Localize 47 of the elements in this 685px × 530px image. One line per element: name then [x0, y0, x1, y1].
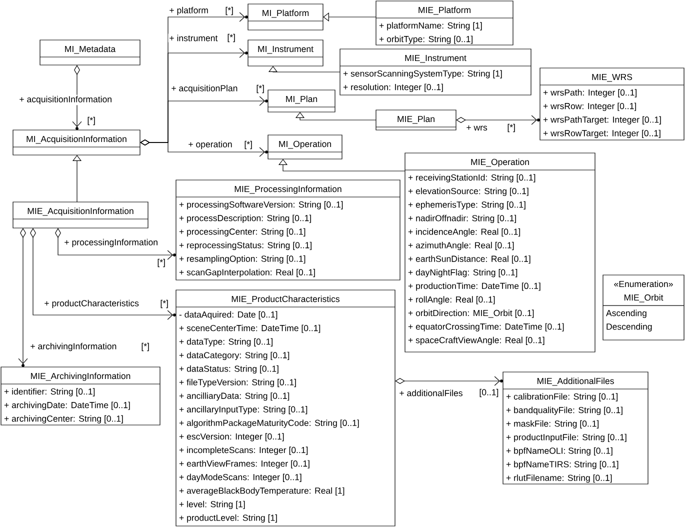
association-arrow — [395, 376, 503, 386]
association-arrow — [456, 115, 540, 125]
multiplicity-label: [*] — [226, 32, 236, 44]
edge-label: + archivingInformation — [29, 342, 118, 352]
class-box: MI_Operation — [268, 134, 342, 160]
class-box: MIE_ArchivingInformation + identifier: String [0..1] + archivingDate: DateTime [0..1] + archivingCenter: String [0..1] — [0, 366, 160, 426]
multiplicity-label: [*] — [140, 342, 150, 352]
class-box: MI_AcquisitionInformation — [12, 130, 140, 156]
association-arrow — [140, 140, 268, 157]
class-box: MI_Platform — [248, 4, 324, 30]
class-box: MI_Metadata — [40, 40, 140, 66]
edge-label: + instrument — [168, 34, 219, 42]
class-box: MIE_AcquisitionInformation — [12, 202, 148, 228]
class-box: MIE_AdditionalFiles + calibrationFile: String [0..1] + bandqualityFile: String [0..1] + maskFile: String [0..1] + productInputFile: String [0..1] + bpfNameOLI: String [0..1] + bpfNameTIRS: String [0..1] + rlutFilename: String [0..1] — [502, 372, 648, 484]
multiplicity-label: [*] — [243, 140, 254, 150]
edge-label: + operation — [187, 140, 234, 150]
multiplicity-label: [*] — [224, 6, 234, 16]
multiplicity-label: [*] — [255, 84, 266, 94]
class-box: MIE_ProcessingInformation + processingSoftwareVersion: String [0..1] + processDescription: String [0..1] + processingCenter: String [0..1] + reprocessingStatus: String [0..1] + resamplingOption: String [0..1] + scanGapInterpolation: Real [0..1] — [176, 180, 400, 280]
class-box: MIE_Operation + receivingStationId: String [0..1] + elevationSource: String [0..1] + ephemerisType: String [0..1] + nadirOffnadir: String [0..1] + incidenceAngle: Real [0..1] + azimuthAngle: Real [0..1] + earthSunDistance: Real [0..1] + dayNightFlag: String [0..1] + productionTime: DateTime [0..1] + rollAngle: Real [0..1] + orbitDirection: MIE_Orbit [0..1] + equatorCrossingTime: DateTime [0..1] + spaceCraftViewAngle: Real [0..1] — [404, 152, 596, 352]
class-box: MIE_WRS + wrsPath: Integer [0..1] + wrsRow: Integer [0..1] + wrsPathTarget: Integer [0..1] + wrsRowTarget: Integer [0..1] — [540, 68, 684, 140]
class-box: MI_Instrument — [248, 40, 324, 66]
class-box: MIE_Instrument + sensorScanningSystemType: String [1] + resolution: Integer [0..1] — [340, 48, 532, 96]
multiplicity-label: [0..1] — [478, 388, 500, 398]
edge-label: + acquisitionPlan — [170, 84, 239, 94]
class-box: MIE_Plan — [376, 110, 456, 130]
generalization-arrow — [295, 112, 376, 120]
class-box: MIE_Platform + platformName: String [1] + orbitType: String [0..1] — [376, 0, 514, 46]
edge-label: + platform — [168, 6, 210, 16]
edge-label: + additionalFiles — [398, 388, 464, 398]
association-arrow — [18, 228, 28, 367]
association-arrow — [72, 65, 82, 130]
enumeration-box: «Enumeration» MIE_Orbit Ascending Descending — [602, 274, 684, 340]
edge-label: + productCharacteristics — [43, 298, 140, 310]
multiplicity-label: [*] — [506, 122, 516, 134]
association-arrow — [30, 228, 176, 320]
multiplicity-label: [*] — [156, 258, 166, 268]
multiplicity-label: [*] — [86, 116, 96, 126]
generalization-arrow — [278, 159, 406, 172]
edge-label: + acquisitionInformation — [18, 94, 114, 106]
generalization-arrow — [268, 66, 340, 72]
multiplicity-label: [*] — [159, 298, 170, 310]
class-box: MIE_ProductCharacteristics - dataAquired: Date [0..1] + sceneCenterTime: DateTime [0..1] + dataType: String [0..1] + dataCategory: String [0..1] + dataStatus: String [0..1] + fileTypeVersion: String [0..1] + ancilliaryData: String [0..1] + ancillaryInputType: String [0..1] + algorithmPackageMaturityCode: String [0..1] + escVersion: Integer [0..1] + incompleteScans: Integer [0..1] + earthViewFrames: Integer [0..1] + dayModeScans: Integer [0..1] + averageBlackBodyTemperature: Real [1] + level: String [1] + productLevel: String [1] — [176, 290, 396, 526]
edge-label: + processingInformation — [63, 238, 159, 248]
association-arrow — [55, 228, 176, 260]
edge-label: + wrs — [465, 124, 488, 132]
class-box: MI_Plan — [268, 90, 336, 112]
